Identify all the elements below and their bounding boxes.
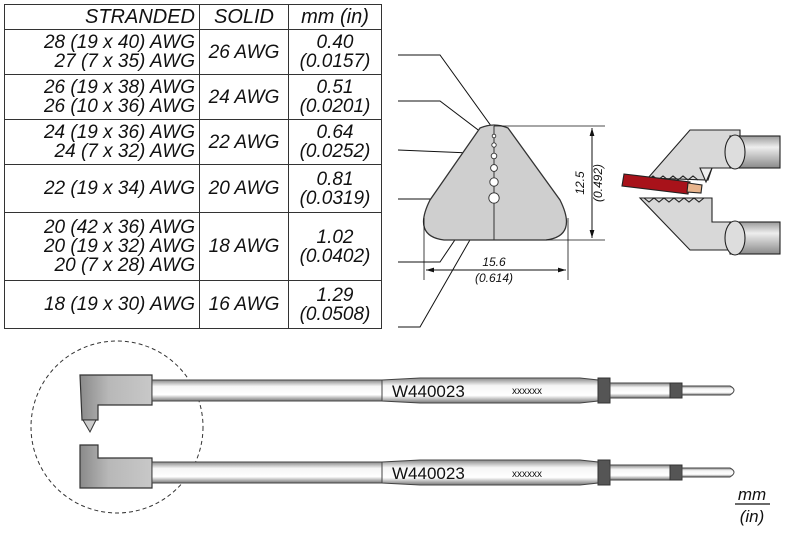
wire-core [686,182,703,194]
part-number-bottom: W440023 [392,464,465,483]
size-in: (0.0319) [299,187,371,209]
size-cell: 1.29 (0.0508) [288,280,382,329]
stripping-tool-top [79,374,735,434]
height-mm-label: 12.5 [573,171,587,195]
units-legend: mm (in) [735,485,770,526]
stranded-cell: 26 (19 x 38) AWG 26 (10 x 36) AWG [4,74,200,120]
hole-0.51 [491,142,497,148]
solid-cell: 24 AWG [199,74,289,120]
serial-top: xxxxxx [512,386,542,397]
height-in-label: (0.492) [591,164,605,202]
size-cell: 0.51 (0.0201) [288,74,382,120]
size-mm: 0.81 [316,168,354,190]
solid-cell: 16 AWG [199,280,289,329]
size-mm: 0.51 [316,77,354,98]
header-stranded: STRANDED [4,4,200,30]
leader-line-0.51 [398,100,495,143]
header-solid: SOLID [199,4,289,30]
width-mm-label: 15.6 [482,255,506,269]
size-mm: 0.40 [316,32,354,53]
stranded-value: 20 (7 x 28) AWG [54,255,195,276]
size-in: (0.0201) [299,96,371,117]
stranded-value: 24 (7 x 32) AWG [54,141,195,162]
leader-line-1.29 [398,197,495,328]
hole-0.64 [490,152,498,160]
blade-profile [422,124,605,280]
stranded-value: 28 (19 x 40) AWG [43,32,195,53]
hole-0.40 [491,133,497,139]
units-bottom: (in) [740,507,765,526]
stripping-tool-bottom [79,444,735,489]
detail-callout-circle [30,340,204,514]
size-in: (0.0252) [299,141,371,162]
hole-0.81 [490,164,498,172]
awg-spec-table: STRANDED SOLID mm (in) 28 (19 x 40) AWG … [4,4,382,329]
serrated-edge-bottom [643,197,705,203]
stranded-cell: 18 (19 x 30) AWG [4,280,200,329]
part-number-top: W440023 [392,382,465,401]
hole-1.02 [489,177,499,187]
table-row: 20 (42 x 36) AWG 20 (19 x 32) AWG 20 (7 … [4,212,382,281]
wire-insulation [621,173,691,195]
stranded-value: 27 (7 x 35) AWG [54,51,195,72]
solid-cell: 18 AWG [199,212,289,281]
stranded-value: 18 (19 x 30) AWG [43,294,195,315]
stranded-cell: 20 (42 x 36) AWG 20 (19 x 32) AWG 20 (7 … [4,212,200,281]
solid-cell: 22 AWG [199,119,289,165]
size-mm: 1.02 [316,226,354,248]
hole-1.29 [488,192,500,204]
table-row: 24 (19 x 36) AWG 24 (7 x 32) AWG 22 AWG … [4,119,382,165]
width-in-label: (0.614) [475,271,513,285]
stranded-value: 20 (42 x 36) AWG [43,217,195,238]
stranded-cell: 24 (19 x 36) AWG 24 (7 x 32) AWG [4,119,200,165]
stripper-jaws-illustration [621,129,781,256]
size-in: (0.0402) [299,245,371,267]
units-top: mm [738,485,766,504]
table-row: 28 (19 x 40) AWG 27 (7 x 35) AWG 26 AWG … [4,29,382,75]
size-cell: 1.02 (0.0402) [288,212,382,281]
stranded-value: 22 (19 x 34) AWG [43,178,195,199]
stranded-value: 26 (19 x 38) AWG [43,77,195,98]
leader-line-0.40 [398,54,495,131]
table-row: 26 (19 x 38) AWG 26 (10 x 36) AWG 24 AWG… [4,74,382,120]
size-in: (0.0157) [299,51,371,72]
table-row: 18 (19 x 30) AWG 16 AWG 1.29 (0.0508) [4,280,382,329]
stranded-cell: 22 (19 x 34) AWG [4,164,200,213]
serial-bottom: xxxxxx [512,469,542,480]
stranded-value: 24 (19 x 36) AWG [43,122,195,143]
size-mm: 1.29 [316,284,354,306]
strip-holes [488,133,500,204]
stranded-value: 20 (19 x 32) AWG [43,236,195,257]
stranded-cell: 28 (19 x 40) AWG 27 (7 x 35) AWG [4,29,200,75]
table-header-row: STRANDED SOLID mm (in) [4,4,382,30]
size-cell: 0.64 (0.0252) [288,119,382,165]
size-in: (0.0508) [299,303,371,325]
stranded-value: 26 (10 x 36) AWG [43,96,195,117]
size-mm: 0.64 [316,122,354,143]
size-cell: 0.40 (0.0157) [288,29,382,75]
